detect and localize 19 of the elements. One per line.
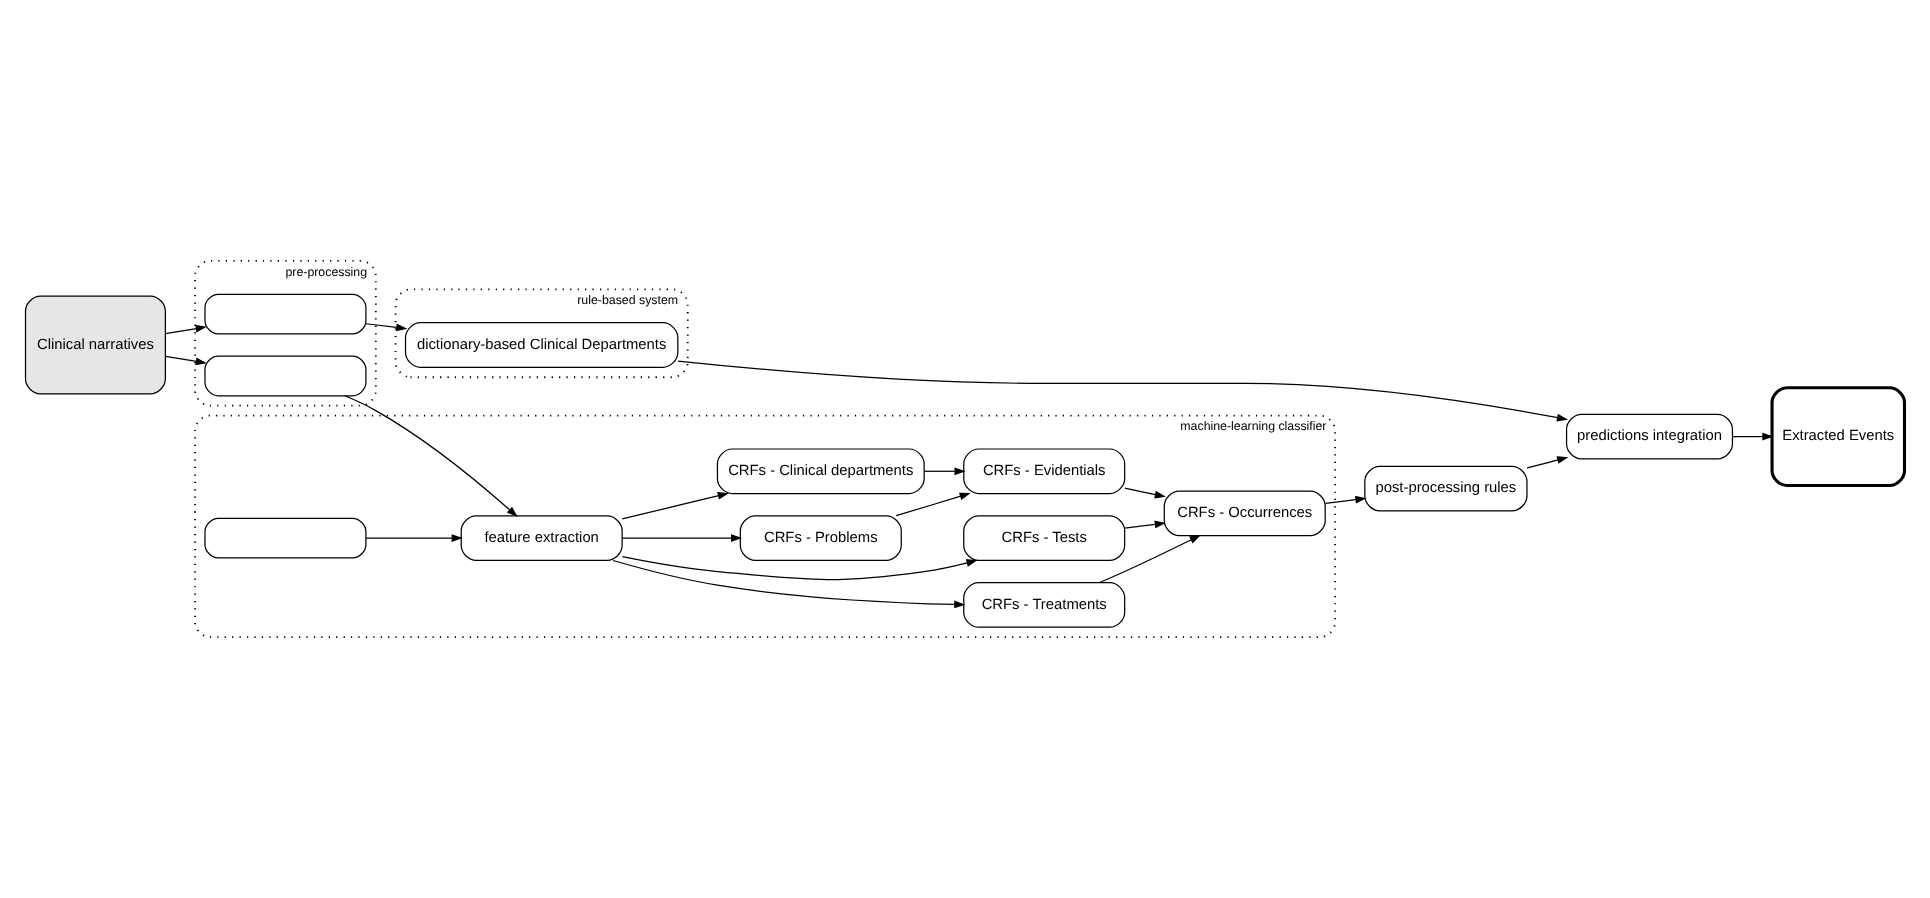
arrow	[923, 467, 966, 476]
arrow	[621, 492, 729, 520]
arrow	[1731, 432, 1774, 441]
arrow	[895, 492, 971, 517]
node-box	[204, 293, 367, 335]
arrow	[1325, 495, 1367, 505]
node-box	[204, 517, 367, 559]
arrow	[1124, 520, 1166, 529]
arrow	[365, 534, 463, 543]
arrow	[1124, 487, 1166, 499]
arrow	[612, 559, 966, 609]
arrow	[365, 323, 408, 332]
arrow	[621, 534, 743, 543]
arrow	[164, 324, 207, 335]
arrow	[164, 355, 207, 366]
arrow	[621, 556, 978, 581]
node-box	[204, 355, 367, 397]
arrow	[677, 360, 1569, 422]
arrow	[1526, 456, 1569, 469]
